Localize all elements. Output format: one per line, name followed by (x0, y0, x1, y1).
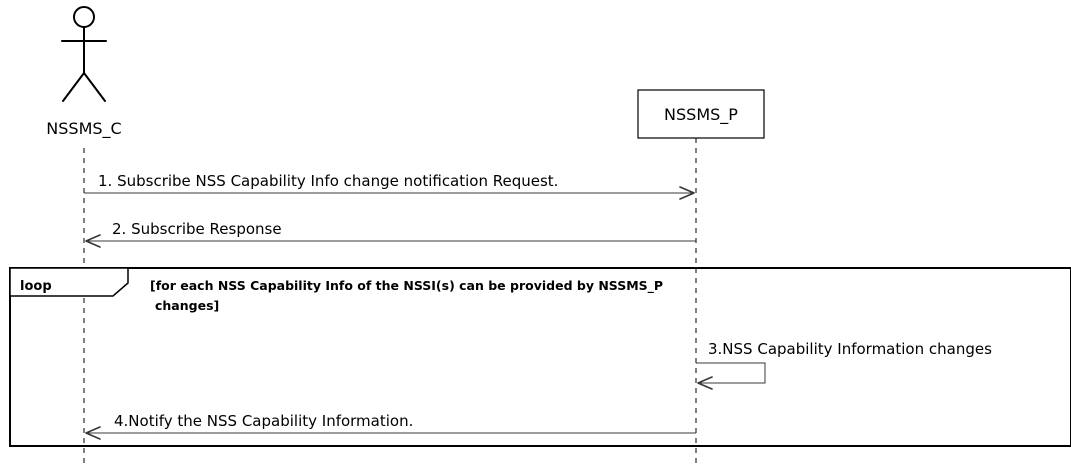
message-2[interactable]: 2. Subscribe Response (85, 220, 696, 248)
loop-guard-line-2: changes] (155, 298, 219, 313)
arrowhead-left-icon (697, 376, 713, 390)
participant-box (637, 89, 765, 139)
loop-fragment: loop [for each NSS Capability Info of th… (9, 267, 1071, 447)
arrowhead-right-icon (679, 186, 695, 200)
arrowhead-left-icon (85, 234, 101, 248)
message-3-label: 3.NSS Capability Information changes (708, 340, 992, 358)
loop-guard-line-1: [for each NSS Capability Info of the NSS… (150, 278, 663, 294)
message-1-label: 1. Subscribe NSS Capability Info change … (98, 172, 558, 190)
loop-frame (9, 267, 1071, 447)
message-1[interactable]: 1. Subscribe NSS Capability Info change … (84, 172, 695, 200)
message-2-label: 2. Subscribe Response (112, 220, 282, 238)
arrowhead-left-icon (85, 426, 101, 440)
actor-nssms-c[interactable]: NSSMS_C (46, 6, 122, 139)
participant-name-nssms-c: NSSMS_C (46, 119, 121, 139)
participant-nssms-p[interactable]: NSSMS_P (637, 89, 765, 139)
message-3[interactable]: 3.NSS Capability Information changes (696, 340, 992, 390)
participant-name-nssms-p: NSSMS_P (664, 105, 738, 125)
loop-tab (9, 267, 129, 297)
message-4[interactable]: 4.Notify the NSS Capability Information. (85, 412, 696, 440)
message-4-label: 4.Notify the NSS Capability Information. (114, 412, 413, 430)
actor-icon (61, 6, 107, 102)
loop-keyword: loop (20, 279, 52, 294)
